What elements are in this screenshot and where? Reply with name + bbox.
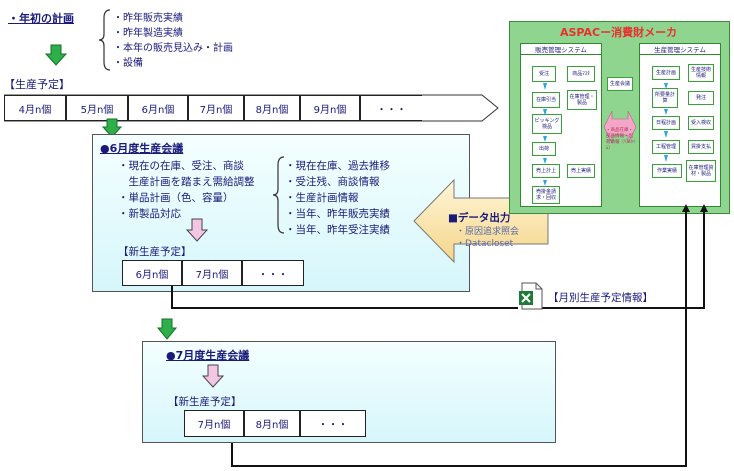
june-meeting-title: ●6月度生産会議 [100,142,184,155]
july-meeting-title: ●7月度生産会議 [166,349,250,362]
june-left-item: ・新製品対応 [118,208,181,220]
schedule-month-cell: 7月n個 [188,95,244,121]
down-arrow-icon [102,118,122,138]
sales-box: 在庫引当 [532,92,560,108]
schedule-month-cell: 9月n個 [300,95,360,121]
data-output-item: ・原因追求照会 [456,227,520,237]
production-box: 日程計画 [652,116,680,130]
june-left-item: ・単品計画（色、容量） [118,192,234,204]
right-arrow-icon [603,110,637,144]
production-box: 作業実績 [652,164,682,178]
monthly-info-label: 【月別生産予定情報】 [548,292,653,304]
flow-arrows [543,83,547,186]
data-output-title: ■データ出力 [448,212,511,224]
sales-box: 売上実績 [567,164,595,178]
initial-plan-item: ・設備 [113,58,143,69]
initial-plan-item: ・昨年製造実績 [113,28,183,39]
june-left-item: ・現在の在庫、受注、商談 [118,160,244,172]
june-left-item: 生産計画を踏まえ需給調整 [118,176,255,188]
aspac-title: ASPACー消費財メーカ [560,26,678,39]
production-box: 生産技術情報 [688,64,714,82]
production-box: 受入検収 [688,116,714,130]
down-arrow-icon [202,364,224,388]
down-arrow-icon [186,218,208,242]
june-right-item: ・生産計画情報 [285,192,359,204]
june-right-item: ・当年、昨年受注実績 [285,224,390,236]
new-schedule-cell: ・・・ [242,260,304,286]
production-system-title: 生産管理システム [640,44,720,55]
sales-box: 受注 [532,66,556,82]
sales-box: 売掛金請求・回収 [532,186,560,204]
production-meeting-box: 生産会議 [607,77,633,91]
new-schedule-cell: 6月n個 [122,260,182,286]
production-box: 工程管理 [652,140,680,154]
june-right-item: ・受注残、商談情報 [285,176,380,188]
production-box: 生産計画 [652,66,680,80]
june-right-item: ・当年、昨年販売実績 [285,208,390,220]
new-schedule-cell: 8月n個 [244,410,300,437]
june-new-schedule-label: 【新生産予定】 [118,246,192,258]
schedule-month-cell: 5月n個 [66,95,128,121]
data-output-item: ・Datacloset [456,239,514,249]
sales-box: 在庫管理・製品 [567,90,597,110]
down-arrow-icon [157,318,177,340]
june-right-item: ・現在在庫、過去推移 [285,160,390,172]
sales-box: 商品ﾏｽﾀ [567,66,595,82]
sales-box: 売上計上 [532,164,560,178]
brace-icon [98,9,111,71]
production-box: 買掛支払 [688,140,714,154]
new-schedule-cell: 7月n個 [182,260,242,286]
brace-icon [272,156,285,234]
sales-box: ピッキング検品 [532,114,562,134]
initial-plan-title: ・年初の計画 [8,12,74,25]
production-box: 在庫管理資材・製品 [686,160,716,182]
sales-system-title: 販売管理システム [521,44,601,55]
middle-flow-text: ・商品在庫・部品情報・出荷情報（ﾘｱﾙﾀｲﾑ） [606,128,636,151]
initial-plan-item: ・昨年販売実績 [113,13,183,24]
schedule-month-cell: 6月n個 [128,95,188,121]
july-new-schedule-label: 【新生産予定】 [168,396,242,408]
production-box: 発注 [688,91,714,105]
production-schedule-label: 【生産予定】 [4,78,70,91]
sales-box: 出荷 [532,142,556,156]
schedule-month-cell: ・・・ [360,95,422,121]
initial-plan-item: ・本年の販売見込み・計画 [113,43,233,54]
down-arrow-icon [45,44,67,66]
new-schedule-cell: ・・・ [300,410,366,437]
new-schedule-cell: 7月n個 [184,410,244,437]
schedule-month-cell: 4月n個 [4,95,66,121]
production-box: 所要量計算 [652,88,678,108]
schedule-month-cell: 8月n個 [244,95,300,121]
excel-icon [519,282,543,310]
